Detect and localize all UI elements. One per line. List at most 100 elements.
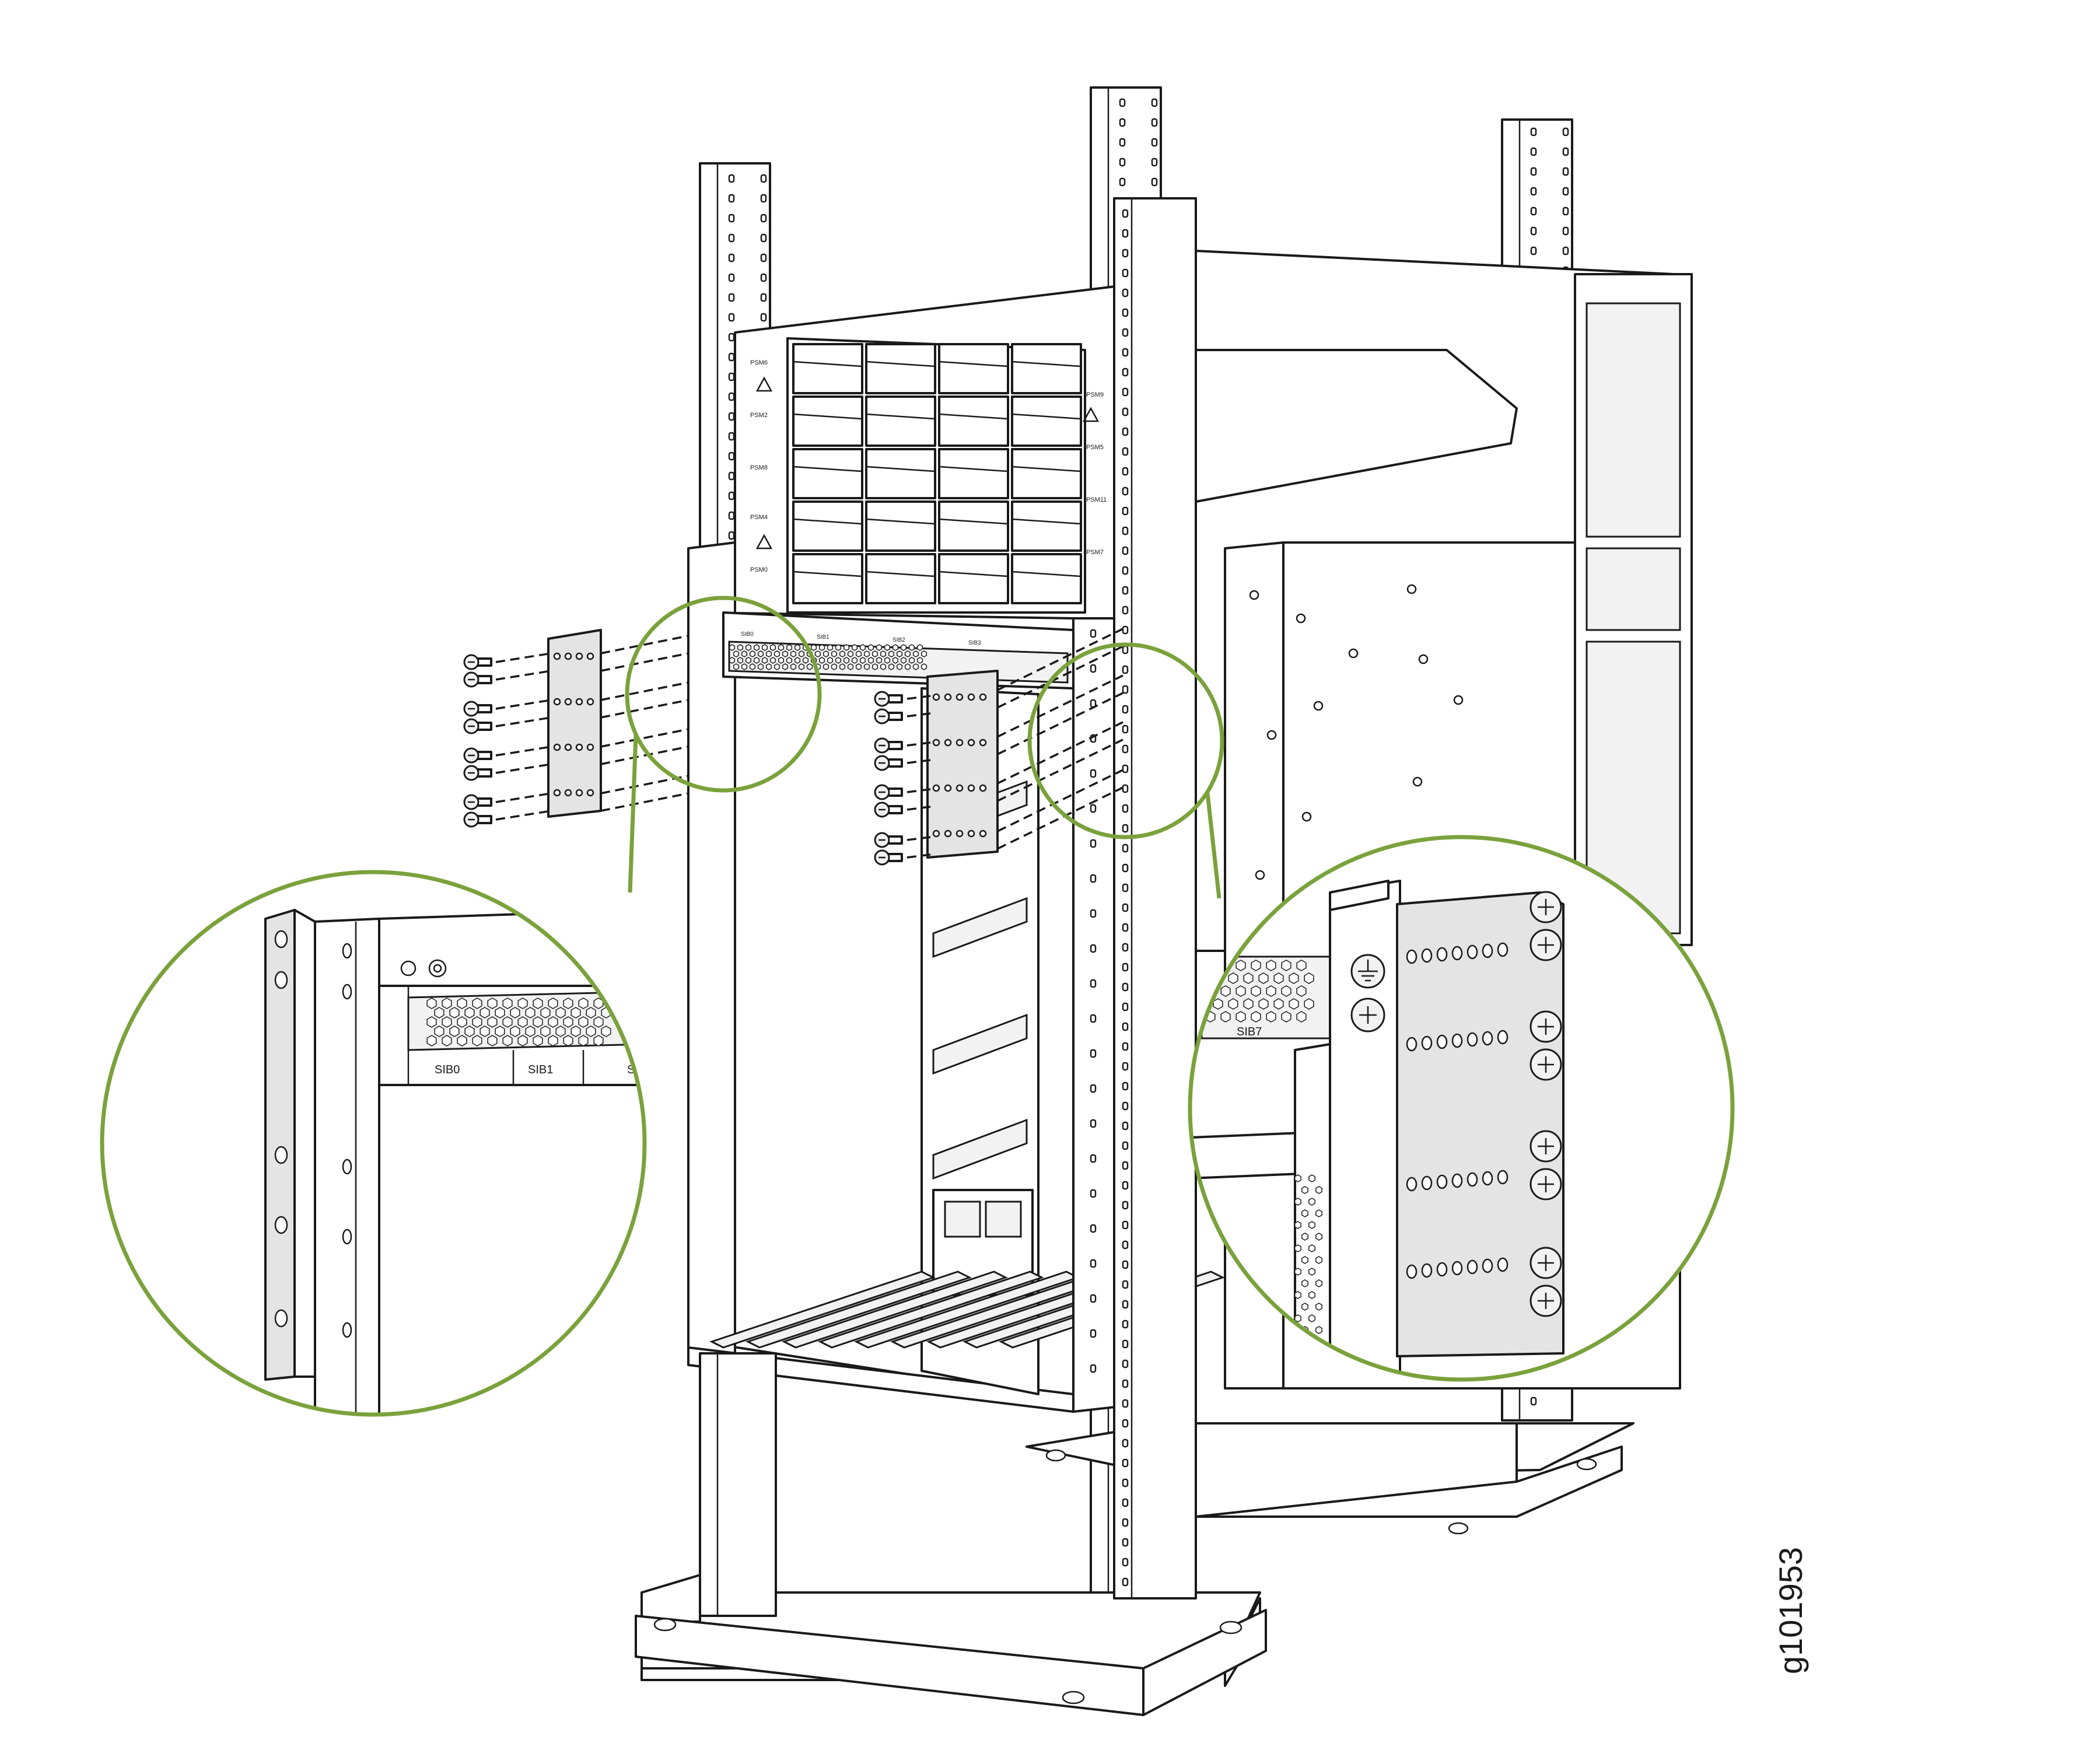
warning-triangle-icon <box>755 376 773 392</box>
screw-icon <box>463 794 492 810</box>
alignment-line <box>600 652 689 672</box>
vent-hole <box>1294 1268 1301 1276</box>
rack-hole <box>1122 824 1129 833</box>
vent-hole <box>1301 1279 1308 1287</box>
vent-hole <box>442 998 452 1009</box>
vent-hole <box>563 1016 573 1028</box>
bracket-hole <box>1436 1262 1448 1277</box>
alignment-line <box>907 712 931 718</box>
vent-hole <box>1251 960 1261 971</box>
rack-hole <box>760 194 767 203</box>
vent-hole <box>859 644 866 651</box>
card-guide <box>932 1013 1028 1075</box>
vent-hole <box>533 1016 543 1028</box>
bracket-hole <box>274 930 288 949</box>
card-guide <box>932 1118 1028 1180</box>
rack-hole <box>1122 764 1129 774</box>
rack-hole <box>728 293 735 302</box>
bracket-hole <box>274 1146 288 1164</box>
vent-hole <box>778 657 785 664</box>
vent-hole <box>749 650 756 657</box>
rack-hole <box>1090 1049 1097 1058</box>
psm-label: PSM5 <box>1086 444 1104 451</box>
vent-hole <box>1296 985 1307 997</box>
rack-hole <box>1122 328 1129 337</box>
vent-hole <box>1236 1011 1246 1023</box>
bracket-hole <box>1406 1264 1418 1279</box>
rack-hole <box>1122 863 1129 873</box>
rack-hole <box>1090 839 1097 848</box>
vent-hole <box>457 1035 467 1046</box>
screw-icon <box>874 784 903 800</box>
alignment-line <box>600 681 689 701</box>
vent-hole <box>904 663 911 670</box>
alignment-line <box>907 759 931 764</box>
psm-slot <box>1011 553 1082 604</box>
rack-hole <box>1122 923 1129 932</box>
vent-hole <box>1281 1011 1292 1023</box>
rack-hole <box>1122 586 1129 595</box>
bracket-hole <box>956 784 964 792</box>
rack-hole <box>1530 167 1537 176</box>
bracket-hole <box>1451 1261 1463 1276</box>
rack-hole <box>1530 147 1537 156</box>
bracket-hole <box>1466 1032 1478 1047</box>
vent-hole <box>517 1035 528 1046</box>
vent-hole <box>1228 972 1238 984</box>
rack-hole <box>1090 874 1097 883</box>
alignment-line <box>997 692 1124 755</box>
zoom-detail-right: SIB7 <box>1190 837 1732 1380</box>
psm-slot-edge <box>793 518 863 525</box>
vent-hole <box>822 663 830 670</box>
callout-left-small <box>625 596 822 793</box>
screw-icon <box>874 832 903 848</box>
vent-hole <box>1308 1244 1315 1252</box>
vent-hole <box>464 1007 475 1019</box>
vent-hole <box>1205 960 1216 971</box>
bracket-hole <box>553 743 561 751</box>
bracket-hole <box>564 698 572 706</box>
rack-hole <box>1122 625 1129 635</box>
psm-slot-edge <box>939 518 1009 525</box>
vent-hole <box>790 663 797 670</box>
bracket-hole <box>274 1216 288 1234</box>
vent-hole <box>810 644 817 651</box>
vent-hole <box>1308 1221 1315 1229</box>
bracket-hole <box>932 738 940 747</box>
screw-icon <box>463 654 492 670</box>
rack-hole <box>1122 685 1129 694</box>
rack-hole <box>1090 664 1097 673</box>
vent-hole <box>1294 1291 1301 1299</box>
rack-hole <box>1562 206 1569 216</box>
screw-icon <box>1530 1284 1562 1317</box>
rack-hole <box>1122 1022 1129 1031</box>
alignment-line <box>495 792 552 803</box>
front-base <box>635 1574 1267 1716</box>
psm-slot-edge <box>939 466 1009 473</box>
rack-hole <box>1122 1419 1129 1428</box>
screw-icon <box>463 747 492 764</box>
psm-slot-edge <box>793 413 863 420</box>
psm-slot-edge <box>1012 518 1082 525</box>
screw-icon <box>463 718 492 734</box>
vent-hole <box>1304 972 1314 984</box>
vent-hole <box>892 657 899 664</box>
vent-hole <box>1266 985 1276 997</box>
vent-hole <box>563 998 573 1009</box>
card-guide <box>932 897 1028 958</box>
sib-label: SIB0 <box>741 631 754 638</box>
vent-hole <box>908 644 915 651</box>
bracket-hole <box>1421 948 1433 963</box>
sib-label: SIB2 <box>892 637 905 643</box>
vent-hole <box>1251 985 1261 997</box>
vent-hole <box>798 650 805 657</box>
psm-slot <box>1011 343 1082 394</box>
vent-hole <box>1304 998 1314 1010</box>
psm-right-labels: PSM9 PSM5 PSM11 PSM7 <box>1086 391 1107 556</box>
alignment-line <box>997 628 1124 691</box>
rack-hole <box>760 214 767 223</box>
psm-slot <box>1011 396 1082 447</box>
rack-hole <box>1122 1220 1129 1230</box>
bracket-hole <box>944 784 952 792</box>
